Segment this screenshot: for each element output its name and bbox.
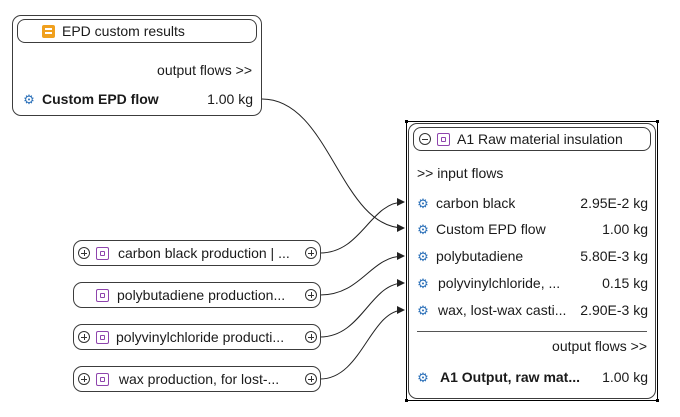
input-flows-label[interactable]: >> input flows — [417, 165, 504, 181]
raw-material-node[interactable]: A1 Raw material insulation >> input flow… — [408, 123, 656, 399]
expand-icon[interactable] — [78, 331, 90, 343]
gear-icon: ⚙ — [417, 302, 429, 318]
epd-results-icon — [42, 24, 55, 38]
epd-flow-row[interactable]: ⚙ Custom EPD flow 1.00 kg — [13, 88, 261, 110]
minus-circle-icon[interactable] — [419, 133, 431, 145]
link-polybutadiene — [319, 252, 405, 296]
input-flow-name: wax, lost-wax casti... — [438, 302, 567, 318]
input-flow-name: polyvinylchloride, ... — [438, 275, 561, 291]
epd-output-flows-label[interactable]: output flows >> — [157, 62, 252, 78]
expand-icon[interactable] — [305, 331, 317, 343]
input-flow-name: carbon black — [436, 195, 516, 211]
process-icon — [437, 132, 450, 146]
selection-frame — [405, 120, 659, 402]
output-flow-name: A1 Output, raw mat... — [440, 369, 581, 385]
expand-icon[interactable] — [78, 373, 90, 385]
gear-icon: ⚙ — [417, 195, 429, 211]
link-wax — [319, 306, 405, 380]
input-flow-row[interactable]: ⚙ carbon black 2.95E-2 kg — [409, 192, 655, 214]
input-flow-amount: 2.95E-2 kg — [580, 195, 648, 211]
gear-icon: ⚙ — [417, 275, 429, 291]
raw-output-flows-label[interactable]: output flows >> — [552, 338, 647, 354]
raw-node-title-bar[interactable]: A1 Raw material insulation — [413, 127, 651, 151]
expand-icon[interactable] — [305, 373, 317, 385]
epd-flow-name: Custom EPD flow — [42, 91, 159, 107]
input-flow-name: Custom EPD flow — [436, 221, 546, 237]
link-polyvinylchloride — [319, 279, 405, 338]
input-flow-row[interactable]: ⚙ wax, lost-wax casti... 2.90E-3 kg — [409, 299, 655, 321]
input-flow-name: polybutadiene — [436, 248, 524, 264]
process-node-carbon-black[interactable]: carbon black production | ... — [73, 240, 321, 266]
input-flow-amount: 5.80E-3 kg — [580, 248, 648, 264]
epd-output-flows-row[interactable]: output flows >> — [13, 59, 261, 81]
output-flow-row[interactable]: ⚙ A1 Output, raw mat... 1.00 kg — [409, 366, 655, 388]
input-flow-row[interactable]: ⚙ polybutadiene 5.80E-3 kg — [409, 245, 655, 267]
process-node-wax[interactable]: wax production, for lost-... — [73, 366, 321, 392]
raw-node-title: A1 Raw material insulation — [457, 131, 623, 147]
link-carbon-black — [319, 198, 405, 254]
gear-icon: ⚙ — [23, 91, 35, 107]
raw-output-flows-row[interactable]: output flows >> — [409, 335, 655, 357]
input-flow-row[interactable]: ⚙ Custom EPD flow 1.00 kg — [409, 218, 655, 240]
process-node-polybutadiene[interactable]: polybutadiene production... — [73, 282, 321, 308]
process-node-polyvinylchloride[interactable]: polyvinylchloride producti... — [73, 324, 321, 350]
epd-custom-results-node[interactable]: EPD custom results output flows >> ⚙ Cus… — [12, 15, 262, 116]
process-icon — [96, 372, 109, 386]
input-flows-row[interactable]: >> input flows — [409, 162, 655, 184]
input-flow-row[interactable]: ⚙ polyvinylchloride, ... 0.15 kg — [409, 272, 655, 294]
epd-node-title-bar[interactable]: EPD custom results — [17, 19, 257, 43]
input-flow-amount: 1.00 kg — [602, 221, 648, 237]
gear-icon: ⚙ — [417, 248, 429, 264]
process-label: wax production, for lost-... — [115, 371, 280, 387]
link-epd-to-raw — [261, 98, 405, 232]
gear-icon: ⚙ — [417, 221, 429, 237]
node-divider — [417, 331, 647, 332]
expand-icon[interactable] — [305, 247, 317, 259]
process-icon — [96, 288, 109, 302]
expand-icon[interactable] — [305, 289, 317, 301]
process-icon — [96, 246, 109, 260]
process-icon — [96, 330, 109, 344]
process-label: polybutadiene production... — [117, 287, 286, 303]
process-label: carbon black production | ... — [118, 245, 290, 261]
output-flow-amount: 1.00 kg — [602, 369, 648, 385]
input-flow-amount: 2.90E-3 kg — [580, 302, 648, 318]
epd-flow-amount: 1.00 kg — [207, 91, 253, 107]
process-label: polyvinylchloride producti... — [116, 329, 285, 345]
epd-node-title: EPD custom results — [62, 23, 185, 39]
gear-icon: ⚙ — [417, 369, 429, 385]
input-flow-amount: 0.15 kg — [602, 275, 648, 291]
expand-icon[interactable] — [78, 247, 90, 259]
